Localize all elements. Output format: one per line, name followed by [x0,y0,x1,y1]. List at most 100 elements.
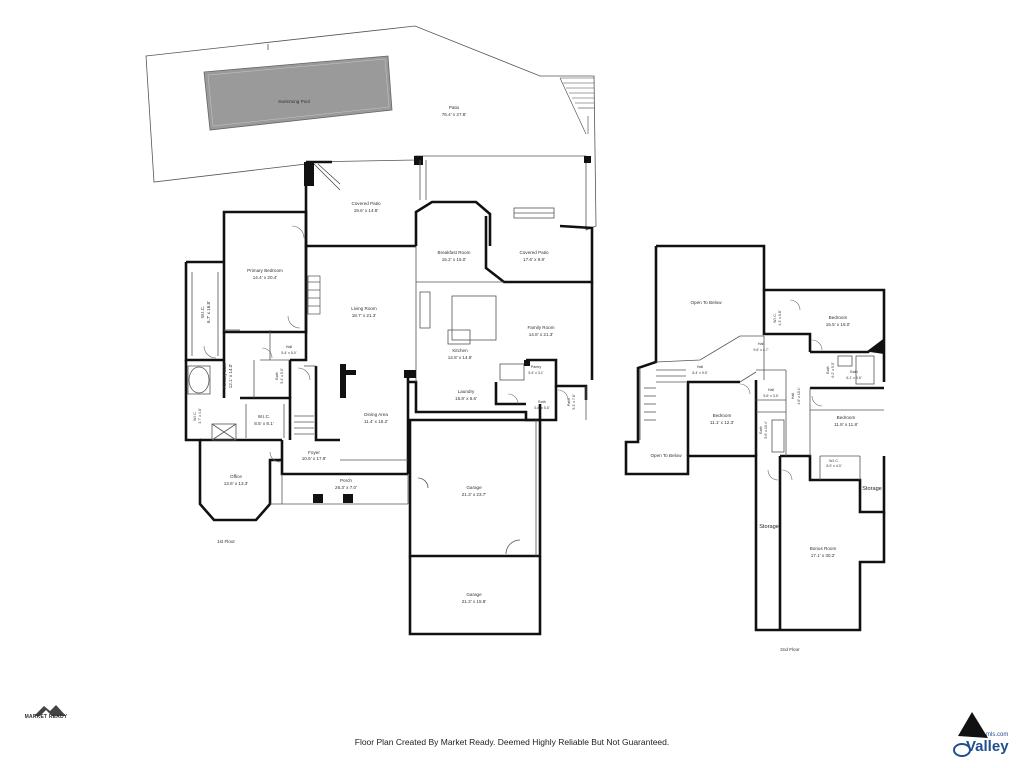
room-name: Porch [340,478,352,483]
room-name: W.I.C. [829,459,839,463]
room-dims: 3.7' x 4.8' [198,408,202,423]
room-dims: 12.1' x 14.0' [228,364,233,389]
room-dims: 5.6' x 3.0' [763,394,778,398]
room-name: Bath [275,372,279,379]
room-name: Bath [826,366,830,373]
room-dims: 18.7' x 21.3' [352,313,377,318]
market-ready-logo-text: MARKET READY [24,714,68,720]
room-name: Bath [538,400,545,404]
swimming-pool [203,55,393,131]
room-name: Pantry [531,365,542,369]
room-name: Bonus Room [810,546,837,551]
room-dims: 5.8' x 5.5' [534,406,549,410]
room-name: Dining Area [364,412,388,417]
room-name: Bedroom [837,415,856,420]
valley-logo: mls.com Valley [944,712,1024,762]
room-name: Hall [286,345,292,349]
room-dims: 8.9' x 4.0' [826,464,841,468]
door-swings [203,225,569,463]
room-dims: 5.4' x 5.0' [281,351,296,355]
room-dims: 17.6' x 9.8' [523,257,545,262]
patio-post [584,156,591,163]
room-dims: 21.3' x 23.7' [462,492,487,497]
room-name: Swimming Pool [278,99,310,104]
room-dims: 14.4' x 20.4' [253,275,278,280]
room-name: Living Room [351,306,377,311]
room-name: Bath [850,370,857,374]
room-dims: 14.8' x 14.9' [448,355,473,360]
room-dims: 5.4' x 5.0' [280,368,284,383]
first-floor-labels: Swimming Pool Patio 76.4' x 27.8' Covere… [193,99,576,604]
room-name: Kitchen [452,348,468,353]
patio-post [414,156,423,165]
room-name: W.I.C. [200,306,205,319]
room-name: Storage [862,486,882,492]
room-dims: 4.6' x 10.1' [797,387,801,404]
room-name: Covered Patio [351,201,381,206]
room-dims: 17.1' x 30.2' [811,553,836,558]
room-dims: 19.6' x 14.8' [354,208,379,213]
valley-logo-text: Valley [966,738,1009,755]
room-dims: 21.3' x 15.8' [462,599,487,604]
room-dims: 5.3' x 7.8' [572,394,576,409]
room-name: Covered Patio [519,250,549,255]
footer-disclaimer: Floor Plan Created By Market Ready. Deem… [354,737,670,747]
room-name: Hall [791,393,795,399]
room-dims: 4.3' x 6.8' [778,310,782,325]
room-name: Laundry [458,389,475,394]
room-name: Patio [449,105,460,110]
room-dims: 15.5' x 16.0' [826,322,851,327]
room-name: Foyer [308,450,320,455]
patio-hatch [559,77,594,135]
room-dims: 76.4' x 27.8' [442,112,467,117]
room-dims: 6.2' x 5.5' [831,362,835,377]
room-dims: 9.6' x 4.7' [753,348,768,352]
room-dims: 5.4' x 3.1' [528,371,543,375]
first-floor-walls [184,160,594,636]
room-name: Bedroom [829,315,848,320]
room-dims: 13.6' x 13.3' [224,481,249,486]
floor-label: 2nd Floor [780,647,800,652]
second-floor-labels: Open To Below Open To Below W.I.C. 4.3' … [650,300,881,652]
room-name: W.I.C. [773,313,777,323]
room-name: Patio [567,398,571,406]
market-ready-logo: MARKET READY [24,700,68,720]
market-ready-logo-mark [34,705,66,716]
room-name: Garage [466,485,482,490]
room-name: Hall [768,388,774,392]
room-dims: 6.7' x 16.8' [206,301,211,323]
second-floor-doors [739,299,823,481]
fireplace-hatch [307,163,341,315]
room-name: Family Room [527,325,554,330]
room-dims: 8.5' x 8.1' [254,421,273,426]
room-name: Bedroom [713,413,732,418]
floor-label: 1st Floor [217,539,235,544]
room-name: W.I.C. [258,414,271,419]
room-name: Office [230,474,242,479]
room-dims: 11.8' x 11.8' [834,422,858,427]
corner-block [870,340,884,354]
valley-logo-mark [953,712,988,757]
room-name: W.I.C. [193,411,197,421]
first-floor-interior [187,160,587,556]
room-name: Storage [759,524,779,530]
room-name: Hall [758,342,764,346]
room-dims: 26.3' x 7.0' [335,485,357,490]
second-floor-interior [639,335,884,480]
room-name: Primary Bath [222,362,227,389]
room-dims: 15.8' x 6.6' [455,396,477,401]
room-name: Open To Below [690,300,722,305]
room-dims: 14.8' x 21.3' [529,332,554,337]
room-name: Garage [466,592,482,597]
room-name: Hall [697,365,703,369]
room-dims: 15.2' x 15.0' [442,257,467,262]
room-name: Bath [759,426,763,433]
second-floor-walls [624,244,886,632]
room-name: Primary Bedroom [247,268,283,273]
room-dims: 10.6' x 17.8' [302,456,327,461]
room-dims: 8.4' x 9.5' [692,371,707,375]
room-dims: 5.6' x 10.4' [764,421,768,438]
room-dims: 6.1' x 5.5' [846,376,861,380]
room-dims: 11.4' x 15.2' [364,419,388,424]
